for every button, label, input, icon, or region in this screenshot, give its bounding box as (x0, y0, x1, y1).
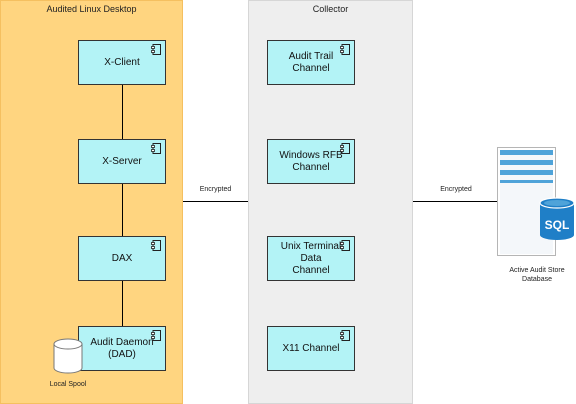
audit-trail-channel-component[interactable]: Audit Trail Channel (267, 40, 355, 85)
component-icon (340, 44, 350, 55)
x11-channel-label: X11 Channel (282, 342, 340, 354)
connector-dax-daemon (122, 280, 123, 327)
component-icon (340, 330, 350, 341)
windows-rfb-channel-label: Windows RFB Channel (279, 149, 343, 173)
audit-daemon-component[interactable]: Audit Daemon (DAD) (78, 326, 166, 371)
unix-terminal-data-channel-component[interactable]: Unix Terminal Data Channel (267, 236, 355, 281)
component-icon (340, 240, 350, 251)
encrypted-label-left: Encrypted (199, 186, 232, 193)
local-spool-icon (53, 338, 83, 374)
audit-trail-channel-label: Audit Trail Channel (288, 50, 334, 74)
component-icon (340, 143, 350, 154)
active-audit-store-database-label: Active Audit Store Database (509, 267, 565, 283)
lane-title-desktop: Audited Linux Desktop (46, 4, 137, 14)
local-spool-label: Local Spool (49, 381, 87, 388)
x-server-label: X-Server (102, 155, 142, 167)
component-icon (151, 330, 161, 341)
component-icon (151, 240, 161, 251)
connector-xclient-xserver (122, 84, 123, 140)
x-client-label: X-Client (104, 56, 140, 68)
x-client-component[interactable]: X-Client (78, 40, 166, 85)
dax-label: DAX (111, 252, 133, 264)
connector-xserver-dax (122, 182, 123, 237)
x11-channel-component[interactable]: X11 Channel (267, 326, 355, 371)
encrypted-label-right: Encrypted (440, 186, 472, 193)
encrypted-connection-right (413, 201, 499, 202)
component-icon (151, 143, 161, 154)
windows-rfb-channel-component[interactable]: Windows RFB Channel (267, 139, 355, 184)
encrypted-connection-left (183, 201, 248, 202)
database-server-icon (497, 147, 575, 256)
unix-terminal-data-channel-label: Unix Terminal Data Channel (280, 240, 342, 276)
sql-badge-text: SQL (544, 218, 570, 232)
lane-title-collector: Collector (312, 4, 349, 14)
audit-daemon-label: Audit Daemon (DAD) (90, 336, 154, 360)
x-server-component[interactable]: X-Server (78, 139, 166, 184)
component-icon (151, 44, 161, 55)
dax-component[interactable]: DAX (78, 236, 166, 281)
